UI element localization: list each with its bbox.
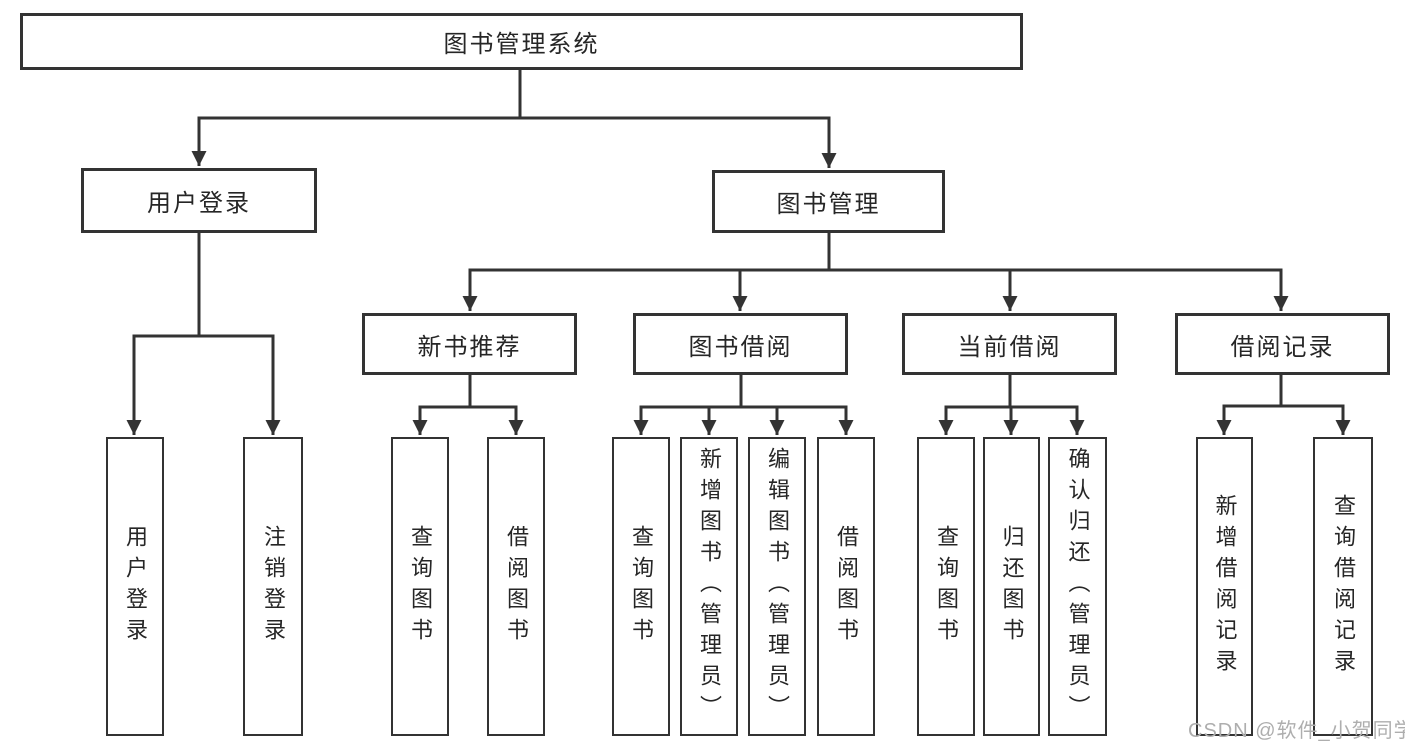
leaf-query-book-1: 查询图书: [391, 437, 449, 736]
node-book-borrow-label: 图书借阅: [688, 333, 793, 361]
leaf-borrow-book-1-label: 借阅图书: [504, 524, 529, 649]
leaf-user-login: 用户登录: [106, 437, 164, 736]
node-new-book-recommend-label: 新书推荐: [417, 333, 522, 361]
node-borrow-records-label: 借阅记录: [1230, 333, 1335, 361]
leaf-add-borrow-record: 新增借阅记录: [1196, 437, 1253, 736]
node-user-login-label: 用户登录: [147, 190, 251, 217]
node-book-mgmt-label: 图书管理: [776, 191, 881, 218]
node-new-book-recommend: 新书推荐: [362, 313, 577, 375]
leaf-add-borrow-record-label: 新增借阅记录: [1212, 493, 1238, 680]
node-current-borrow-label: 当前借阅: [957, 333, 1062, 361]
leaf-edit-book-admin-label: 编辑图书（管理员）: [765, 447, 790, 726]
leaf-confirm-return-admin-label: 确认归还（管理员）: [1065, 447, 1091, 726]
node-book-mgmt: 图书管理: [712, 170, 945, 233]
node-root: 图书管理系统: [20, 13, 1023, 70]
leaf-return-book-label: 归还图书: [999, 524, 1025, 649]
leaf-return-book: 归还图书: [983, 437, 1040, 736]
leaf-add-book-admin-label: 新增图书（管理员）: [697, 447, 722, 726]
csdn-watermark: CSDN @软件_小贺同学: [1188, 720, 1405, 742]
leaf-user-login-label: 用户登录: [123, 524, 148, 649]
node-borrow-records: 借阅记录: [1175, 313, 1390, 375]
leaf-query-book-3-label: 查询图书: [934, 524, 959, 649]
leaf-logout-label: 注销登录: [261, 524, 286, 649]
node-root-label: 图书管理系统: [443, 31, 600, 58]
leaf-borrow-book-2-label: 借阅图书: [834, 524, 859, 649]
leaf-add-book-admin: 新增图书（管理员）: [680, 437, 738, 736]
leaf-query-borrow-record: 查询借阅记录: [1313, 437, 1373, 736]
node-book-borrow: 图书借阅: [633, 313, 848, 375]
leaf-query-book-3: 查询图书: [917, 437, 975, 736]
node-current-borrow: 当前借阅: [902, 313, 1117, 375]
leaf-borrow-book-1: 借阅图书: [487, 437, 545, 736]
leaf-confirm-return-admin: 确认归还（管理员）: [1048, 437, 1107, 736]
leaf-query-book-1-label: 查询图书: [408, 524, 433, 649]
node-user-login: 用户登录: [81, 168, 317, 233]
leaf-query-borrow-record-label: 查询借阅记录: [1331, 493, 1356, 680]
leaf-query-book-2-label: 查询图书: [629, 524, 654, 649]
leaf-borrow-book-2: 借阅图书: [817, 437, 875, 736]
leaf-logout: 注销登录: [243, 437, 303, 736]
leaf-edit-book-admin: 编辑图书（管理员）: [748, 437, 806, 736]
leaf-query-book-2: 查询图书: [612, 437, 670, 736]
